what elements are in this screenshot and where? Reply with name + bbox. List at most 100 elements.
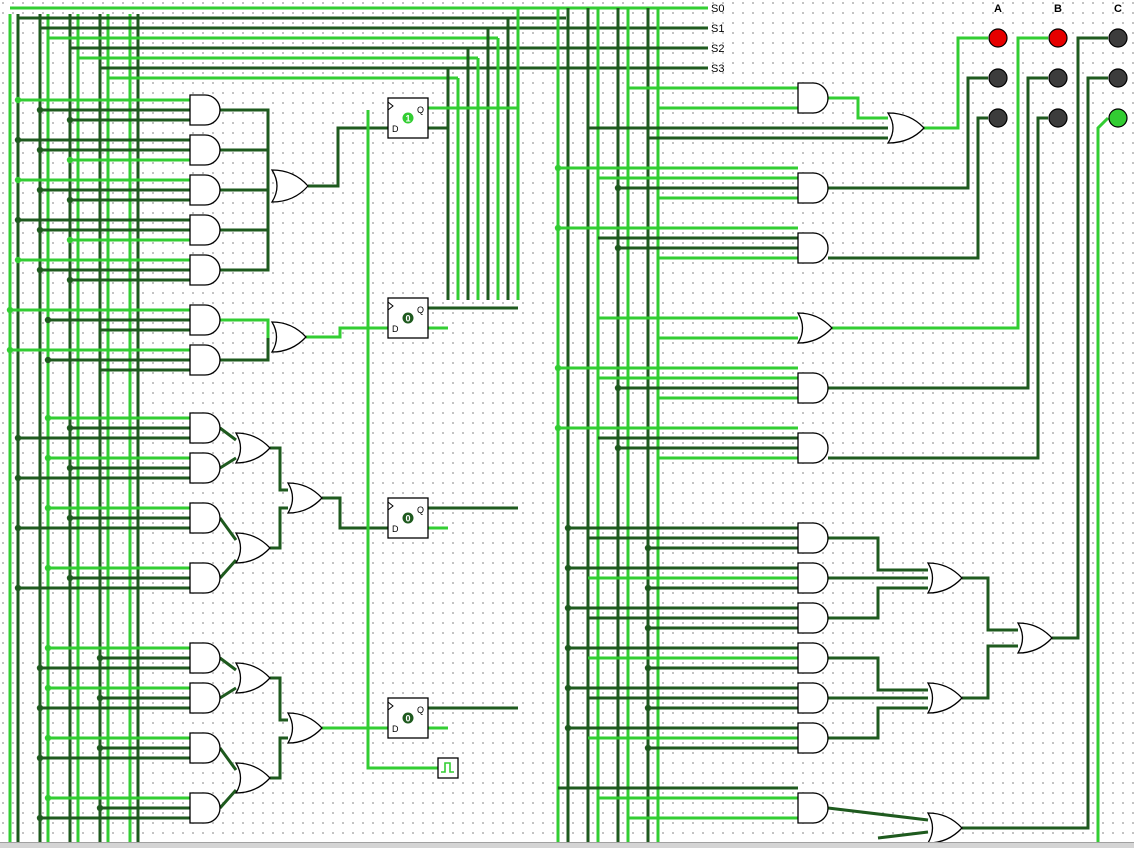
wire-junction [554, 364, 562, 372]
ff-d-label: D [392, 724, 399, 734]
gate-output [220, 338, 270, 362]
led-a-1 [988, 28, 1008, 48]
or-gate[interactable] [796, 312, 833, 344]
clock-source [437, 757, 459, 779]
wire-junction [36, 664, 44, 672]
output-column-label-b: B [1054, 3, 1062, 15]
wire-junction [44, 644, 52, 652]
wire-junction [614, 184, 622, 192]
wire-junction [14, 584, 22, 592]
and-gate[interactable] [189, 642, 221, 674]
output-wire [828, 116, 988, 260]
and-gate[interactable] [189, 254, 221, 286]
and-gate[interactable] [797, 682, 829, 714]
ff-q-label: Q [417, 705, 424, 715]
and-gate[interactable] [797, 642, 829, 674]
and-gate[interactable] [189, 174, 221, 206]
led-b-2 [1048, 68, 1068, 88]
gate-output [220, 318, 270, 338]
wire-junction [14, 524, 22, 532]
or-gate[interactable] [234, 762, 271, 794]
or-gate[interactable] [886, 112, 925, 144]
and-gate[interactable] [189, 134, 221, 166]
wire-junction [564, 564, 572, 572]
or-gate[interactable] [926, 682, 963, 714]
and-gate[interactable] [189, 214, 221, 246]
and-gate[interactable] [189, 452, 221, 484]
and-gate[interactable] [189, 792, 221, 824]
wire-junction [644, 624, 652, 632]
wire-junction [44, 794, 52, 802]
or-gate[interactable] [234, 532, 271, 564]
selector-label-s1: S1 [711, 23, 724, 35]
and-gate[interactable] [189, 94, 221, 126]
wire [828, 536, 928, 572]
wire-junction [6, 306, 14, 314]
or-gate[interactable] [926, 812, 963, 844]
or-gate[interactable] [234, 432, 271, 464]
wire-junction [36, 226, 44, 234]
clock-box[interactable] [437, 757, 459, 779]
wire-junction [66, 196, 74, 204]
gates [189, 82, 1053, 844]
and-gate[interactable] [189, 304, 221, 336]
or-gate-group3[interactable] [286, 482, 323, 514]
flipflop-2[interactable]: DQ0 [387, 297, 429, 339]
wire-junction [644, 704, 652, 712]
ff-state-indicator [402, 712, 414, 724]
and-gate[interactable] [189, 344, 221, 376]
wire-junction [554, 224, 562, 232]
gate-output [220, 185, 270, 192]
or-gate-group1[interactable] [270, 169, 309, 203]
wire [308, 126, 388, 188]
wire [827, 806, 929, 822]
and-gate[interactable] [797, 722, 829, 754]
wire [218, 747, 238, 771]
wire [218, 517, 238, 541]
output-column-label-a: A [994, 3, 1002, 15]
output-wire [962, 76, 1108, 830]
wire-junction [36, 814, 44, 822]
wire-junction [66, 464, 74, 472]
and-gate[interactable] [797, 372, 829, 404]
led-b-3 [1048, 108, 1068, 128]
wire-junction [44, 356, 52, 364]
or-gate-group4[interactable] [286, 712, 323, 744]
flipflop-1[interactable]: DQ1 [387, 97, 429, 139]
wire-junction [44, 454, 52, 462]
wire-junction [96, 744, 104, 752]
wire [219, 686, 237, 700]
and-gate[interactable] [797, 82, 829, 114]
or-gate-group2[interactable] [270, 321, 307, 353]
wire [877, 830, 929, 840]
and-gate[interactable] [189, 502, 221, 534]
and-gate[interactable] [797, 172, 829, 204]
wire-junction [644, 744, 652, 752]
wire-junction [14, 256, 22, 264]
and-gate[interactable] [797, 232, 829, 264]
wire-junction [564, 724, 572, 732]
wire [270, 446, 288, 492]
or-gate[interactable] [926, 562, 963, 594]
wire [270, 676, 288, 722]
or-gate[interactable] [234, 662, 271, 694]
wire [962, 576, 1018, 632]
or-gate[interactable] [1016, 622, 1053, 654]
and-gate[interactable] [797, 522, 829, 554]
and-gate[interactable] [189, 412, 221, 444]
flipflop-3[interactable]: DQ0 [387, 497, 429, 539]
led-c-3 [1108, 108, 1128, 128]
flipflop-4[interactable]: DQ0 [387, 697, 429, 739]
and-gate[interactable] [797, 792, 829, 824]
and-gate[interactable] [189, 562, 221, 594]
wire [322, 496, 388, 530]
wire-junction [14, 434, 22, 442]
and-gate[interactable] [797, 602, 829, 634]
and-gate[interactable] [189, 732, 221, 764]
wire-junction [36, 186, 44, 194]
and-gate[interactable] [797, 562, 829, 594]
and-gate[interactable] [189, 682, 221, 714]
and-gate[interactable] [797, 432, 829, 464]
ff-q-label: Q [417, 505, 424, 515]
